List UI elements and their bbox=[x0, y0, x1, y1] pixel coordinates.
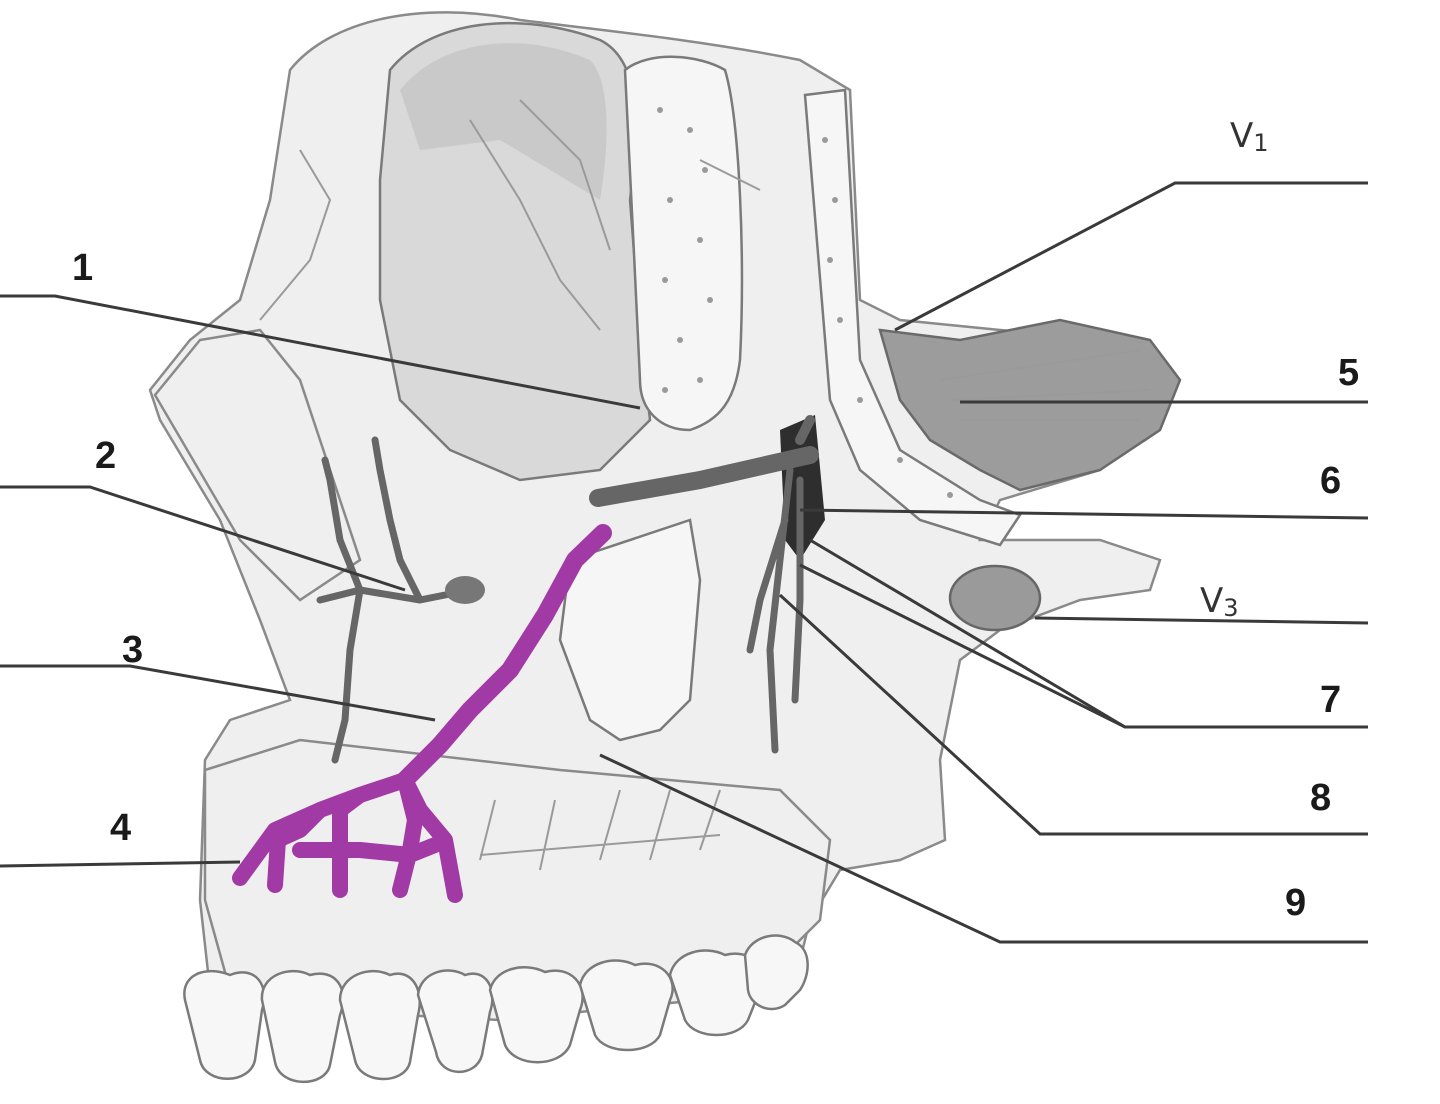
tooth bbox=[488, 966, 584, 1064]
infraorbital-nerve bbox=[589, 446, 819, 507]
zygomatic-nerve-branches bbox=[316, 436, 474, 764]
leader-line-v1 bbox=[894, 181, 1368, 332]
pterygopalatine-branches bbox=[746, 466, 804, 754]
label-2: 2 bbox=[95, 435, 116, 477]
sinus-wall-pores bbox=[657, 107, 713, 393]
tooth bbox=[416, 969, 494, 1074]
v3-nerve-cut bbox=[948, 564, 1042, 632]
dental-twigs bbox=[479, 789, 721, 871]
tooth bbox=[578, 959, 674, 1052]
tooth bbox=[183, 969, 266, 1080]
leader-line-v3 bbox=[1034, 616, 1369, 625]
label-6: 6 bbox=[1320, 460, 1341, 502]
highlighted-nerve bbox=[232, 524, 612, 903]
skull-illustration bbox=[148, 11, 1182, 1022]
sinus-opening-rim bbox=[558, 518, 702, 742]
highlighted-nerve-branches bbox=[232, 772, 463, 903]
label-7: 7 bbox=[1320, 679, 1341, 721]
grey-nerves bbox=[316, 415, 819, 871]
leader-line-7b bbox=[799, 563, 1126, 729]
leader-lines bbox=[0, 181, 1369, 944]
label-8: 8 bbox=[1310, 777, 1331, 819]
label-v3: V3 bbox=[1200, 581, 1239, 622]
pterygoid-pores bbox=[822, 137, 953, 498]
tooth bbox=[260, 969, 345, 1084]
leader-line-1 bbox=[0, 294, 641, 410]
leader-line-9 bbox=[599, 753, 1368, 944]
label-4: 4 bbox=[110, 807, 131, 849]
teeth bbox=[183, 934, 809, 1084]
nerve-bulb bbox=[445, 576, 485, 604]
label-1: 1 bbox=[72, 247, 93, 289]
leader-line-4 bbox=[0, 860, 241, 868]
tooth bbox=[338, 969, 421, 1081]
highlighted-nerve-trunk bbox=[396, 524, 612, 789]
leader-line-6 bbox=[799, 508, 1369, 520]
pterygoid-column bbox=[803, 88, 1022, 547]
label-v1: V1 bbox=[1230, 116, 1269, 157]
label-5: 5 bbox=[1338, 352, 1359, 394]
sutures bbox=[259, 99, 761, 541]
label-9: 9 bbox=[1285, 882, 1306, 924]
leader-line-8 bbox=[778, 593, 1368, 836]
leader-line-3 bbox=[0, 664, 436, 722]
ganglion-fibres bbox=[939, 349, 1151, 421]
nerve-stub bbox=[795, 415, 815, 445]
trigeminal-ganglion bbox=[878, 318, 1182, 492]
leader-line-2 bbox=[0, 485, 406, 592]
tooth bbox=[743, 934, 809, 1011]
labels: V1 1 5 2 6 V3 3 7 8 4 9 bbox=[72, 116, 1359, 924]
label-3: 3 bbox=[122, 629, 143, 671]
orbit-shadow bbox=[400, 43, 607, 200]
sinus-wall bbox=[623, 55, 744, 432]
